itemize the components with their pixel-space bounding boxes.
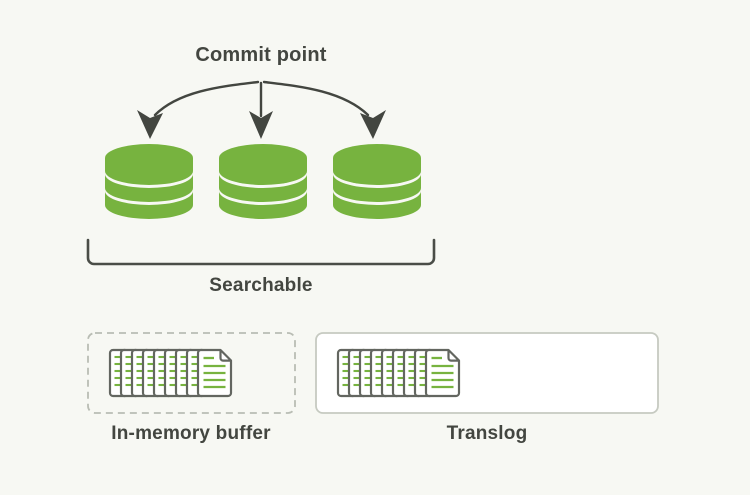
in-memory-buffer-box	[87, 332, 296, 414]
arrow-to-segment-1	[137, 80, 260, 139]
segment-group	[105, 144, 421, 219]
commit-point-arrows	[137, 80, 386, 139]
arrow-to-segment-3	[262, 80, 386, 139]
searchable-bracket	[86, 238, 436, 266]
in-memory-buffer-label: In-memory buffer	[111, 423, 271, 444]
searchable-label: Searchable	[209, 275, 313, 296]
segment-cylinder-3	[333, 144, 421, 219]
translog-documents	[336, 348, 461, 398]
segment-cylinder-2	[219, 144, 307, 219]
in-memory-buffer-documents	[108, 348, 233, 398]
arrow-to-segment-2	[249, 81, 273, 139]
translog-label: Translog	[446, 423, 528, 444]
segment-cylinder-1	[105, 144, 193, 219]
commit-point-label: Commit point	[195, 44, 327, 66]
translog-box	[315, 332, 659, 414]
